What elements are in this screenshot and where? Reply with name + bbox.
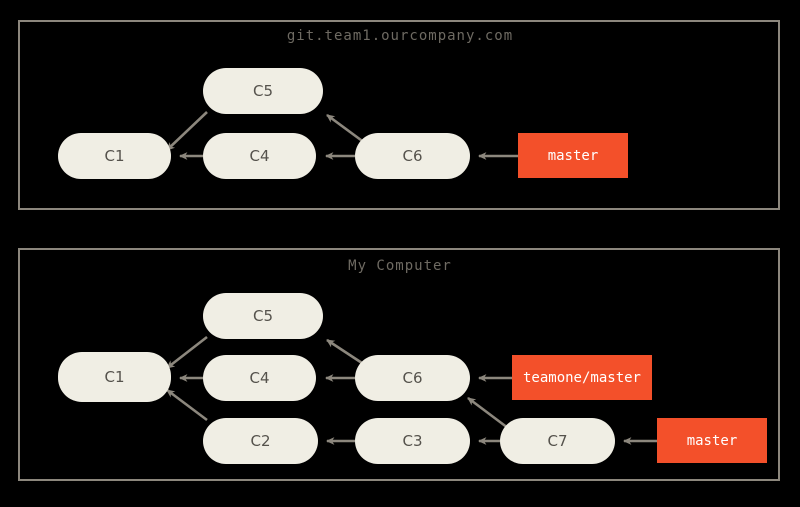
- panel-remote-repository: [18, 20, 780, 210]
- local-commit-node-c5[interactable]: C5: [203, 293, 323, 339]
- commit-node-c6[interactable]: C6: [355, 133, 470, 179]
- commit-node-c4[interactable]: C4: [203, 133, 316, 179]
- local-commit-node-c2[interactable]: C2: [203, 418, 318, 464]
- local-commit-node-c3[interactable]: C3: [355, 418, 470, 464]
- local-commit-node-c6[interactable]: C6: [355, 355, 470, 401]
- commit-node-c5[interactable]: C5: [203, 68, 323, 114]
- panel-local-repository: [18, 248, 780, 481]
- local-commit-node-c1[interactable]: C1: [58, 352, 171, 402]
- local-commit-node-c7[interactable]: C7: [500, 418, 615, 464]
- local-commit-node-c4[interactable]: C4: [203, 355, 316, 401]
- branch-label-teamone-master[interactable]: teamone/master: [512, 355, 652, 400]
- commit-node-c1[interactable]: C1: [58, 133, 171, 179]
- branch-label-master[interactable]: master: [518, 133, 628, 178]
- local-branch-label-master[interactable]: master: [657, 418, 767, 463]
- panel-local-title: My Computer: [348, 258, 452, 274]
- panel-remote-title: git.team1.ourcompany.com: [286, 28, 514, 44]
